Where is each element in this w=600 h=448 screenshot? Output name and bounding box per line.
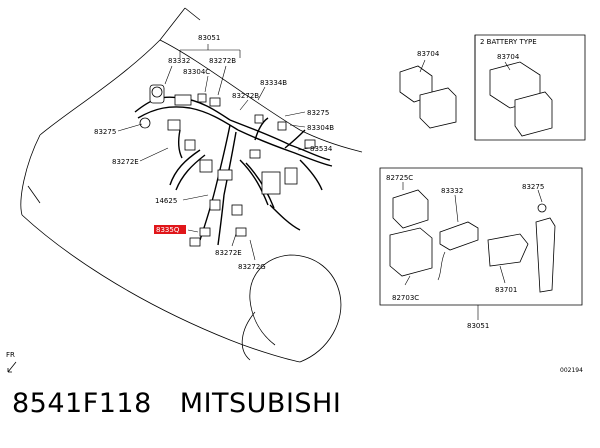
label-83272g: 83272G — [238, 263, 266, 271]
label-82725c: 82725C — [386, 174, 413, 182]
battery-type-title: 2 BATTERY TYPE — [480, 38, 537, 46]
label-14625: 14625 — [155, 197, 177, 205]
part-number: 8541F118 — [12, 388, 152, 419]
label-highlight-part: 8335Q — [156, 226, 180, 234]
figure-code: 002194 — [560, 367, 583, 374]
front-marker: FR — [6, 351, 17, 373]
callout-labels: 83051 83332 83272B 83304C 83334B 83272B … — [94, 34, 334, 271]
brand-name: MITSUBISHI — [179, 388, 342, 419]
label-83304b: 83304B — [307, 124, 334, 132]
label-83272b-mid: 83272B — [232, 92, 259, 100]
wiring-harness — [134, 96, 333, 246]
label-83051-bottom: 83051 — [467, 322, 489, 330]
label-83334b: 83334B — [260, 79, 287, 87]
label-83332-box: 83332 — [441, 187, 463, 195]
label-83051-top: 83051 — [198, 34, 220, 42]
label-83272e-bottom: 83272E — [215, 249, 242, 257]
highlight-part-marker — [154, 225, 186, 234]
label-83272e-left: 83272E — [112, 158, 139, 166]
label-83701: 83701 — [495, 286, 517, 294]
battery-type-box: 2 BATTERY TYPE 83704 83704 — [399, 34, 586, 141]
label-83275-right: 83275 — [307, 109, 329, 117]
label-83304c: 83304C — [183, 68, 210, 76]
label-82703c: 82703C — [392, 294, 419, 302]
caption: 8541F118 MITSUBISHI — [12, 388, 369, 419]
car-body-outline — [20, 7, 363, 363]
harness-connectors — [139, 84, 316, 247]
front-marker-label: FR — [6, 351, 15, 359]
label-83275-left: 83275 — [94, 128, 116, 136]
label-83272b-top: 83272B — [209, 57, 236, 65]
label-83275-box: 83275 — [522, 183, 544, 191]
relay-box-detail: 82725C 83332 83275 82703C 83701 83051 — [379, 167, 583, 330]
label-83704-b: 83704 — [497, 53, 520, 61]
label-83332-top: 83332 — [168, 57, 190, 65]
label-83534: 83534 — [310, 145, 333, 153]
leader-lines — [117, 44, 311, 261]
label-83704-a: 83704 — [417, 50, 440, 58]
